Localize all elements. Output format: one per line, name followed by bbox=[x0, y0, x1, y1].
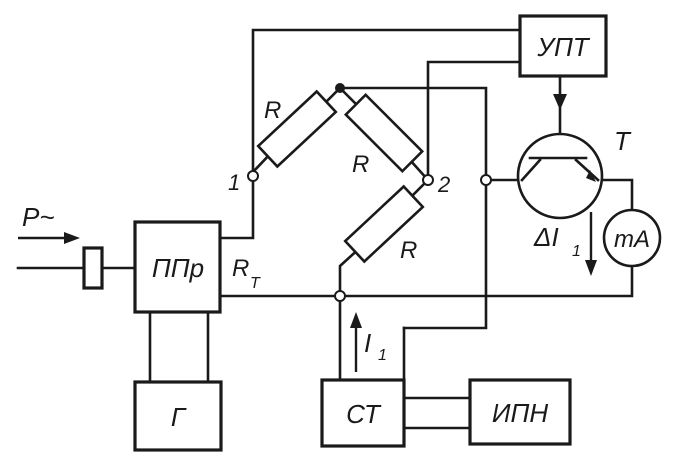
i1-arrow bbox=[350, 312, 362, 372]
input-power-arrow bbox=[18, 232, 80, 244]
resistor-top-right bbox=[343, 92, 425, 174]
ma-label: mA bbox=[614, 226, 650, 253]
block-upt-label: УПТ bbox=[536, 32, 590, 62]
transistor-emitter-arrow bbox=[586, 170, 596, 182]
transistor-emitter-lead bbox=[574, 158, 600, 182]
resistor-top-left bbox=[256, 89, 338, 169]
transistor-base-lead bbox=[520, 158, 542, 182]
block-ppr-label: ППр bbox=[152, 253, 204, 283]
block-st-label: СТ bbox=[346, 399, 382, 429]
delta-i-label: ΔI bbox=[533, 222, 559, 252]
resistor-bottom bbox=[343, 184, 425, 264]
wire-node1-to-upt bbox=[251, 28, 522, 182]
i1-label: I bbox=[364, 328, 371, 358]
wire-node2-to-upt bbox=[426, 60, 522, 182]
r-t-label: R bbox=[232, 255, 249, 282]
input-coupler bbox=[82, 246, 104, 290]
delta-i-arrow bbox=[585, 212, 597, 276]
node-2 bbox=[422, 174, 434, 186]
wire-topnode-to-rail bbox=[338, 86, 488, 330]
r-bottom-label: R bbox=[400, 237, 417, 264]
block-ipn-label: ИПН bbox=[492, 398, 548, 428]
milliammeter: mA bbox=[602, 208, 662, 268]
r-top-right-label: R bbox=[352, 151, 369, 178]
block-ipn: ИПН bbox=[468, 378, 572, 446]
transistor-symbol bbox=[516, 132, 604, 220]
wire-collector-to-ma bbox=[596, 178, 634, 210]
node-1 bbox=[247, 170, 259, 182]
wire-ppr-to-node1 bbox=[218, 178, 255, 240]
upt-arrow-head bbox=[553, 94, 567, 110]
node-1-label: 1 bbox=[228, 170, 240, 195]
node-top bbox=[335, 83, 345, 93]
node-bus bbox=[334, 290, 346, 302]
transistor-label: T bbox=[614, 126, 632, 156]
block-ppr: ППр bbox=[133, 220, 222, 314]
node-2-label: 2 bbox=[437, 172, 450, 197]
bridge-resistors bbox=[251, 86, 430, 264]
r-top-left-label: R bbox=[264, 97, 281, 124]
delta-i-subscript: 1 bbox=[572, 243, 581, 260]
input-power-label: P~ bbox=[22, 202, 55, 232]
block-st: СТ bbox=[320, 378, 406, 448]
block-g: Г bbox=[133, 380, 223, 452]
block-g-label: Г bbox=[171, 402, 187, 432]
node-rail bbox=[480, 174, 492, 186]
i1-subscript: 1 bbox=[378, 347, 387, 364]
block-upt: УПТ bbox=[518, 14, 608, 78]
wire-rt-bus bbox=[218, 266, 634, 298]
r-t-subscript: T bbox=[250, 275, 261, 292]
